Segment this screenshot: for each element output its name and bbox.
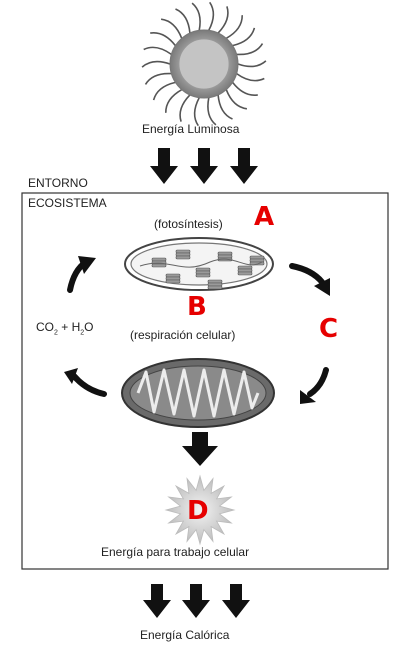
marker-b: B	[187, 292, 207, 322]
thylakoid	[195, 273, 211, 278]
sun-icon	[141, 1, 267, 127]
sun-ray	[144, 72, 172, 85]
thylakoid	[237, 271, 253, 276]
photosynthesis-label: (fotosíntesis)	[154, 217, 223, 231]
sun-ray	[152, 81, 176, 101]
thylakoid	[165, 273, 181, 278]
cycle-arrows	[67, 259, 329, 397]
thylakoid	[207, 282, 223, 287]
thylakoid	[207, 279, 223, 284]
cellular-work-burst	[164, 474, 236, 546]
heat-energy-label: Energía Calórica	[140, 628, 230, 642]
environment-label: ENTORNO	[28, 176, 88, 190]
sun-ray	[225, 15, 244, 39]
sun-ray	[236, 72, 265, 82]
sun-ray	[141, 60, 171, 68]
sun-ray	[236, 43, 264, 56]
sun-ray	[208, 1, 215, 31]
sun-ray	[164, 89, 183, 113]
thylakoid	[249, 255, 265, 260]
thylakoid	[249, 258, 265, 263]
sun-ray	[175, 8, 191, 34]
thylakoid	[195, 270, 211, 275]
mitochondrion-icon	[121, 358, 275, 428]
thylakoid	[217, 254, 233, 259]
thylakoid	[195, 267, 211, 272]
sun-ray	[191, 2, 201, 31]
co2-water-label: CO2 + H2O	[36, 320, 94, 336]
marker-d: D	[187, 496, 209, 526]
co2-text: CO	[36, 320, 54, 334]
sun-ray	[143, 46, 172, 56]
sun-ray	[225, 89, 248, 110]
sun-ray	[150, 32, 177, 47]
o-text: O	[84, 320, 94, 334]
thylakoid	[165, 279, 181, 284]
sun-ray	[193, 97, 200, 127]
atp-output-arrow	[182, 432, 218, 466]
sun-ray	[232, 27, 256, 47]
thylakoid	[217, 251, 233, 256]
light-energy-label: Energía Luminosa	[142, 122, 240, 136]
thylakoid	[165, 276, 181, 281]
cellular-work-label: Energía para trabajo celular	[101, 545, 250, 559]
chloroplast-icon	[124, 237, 274, 291]
ecosystem-box	[21, 192, 389, 570]
thylakoid	[151, 263, 167, 268]
cycle-arrowheads	[64, 256, 330, 404]
cellular-respiration-label: (respiración celular)	[130, 328, 236, 342]
thylakoid	[175, 255, 191, 260]
marker-c: C	[319, 314, 339, 344]
thylakoid	[175, 249, 191, 254]
sun-ray	[207, 97, 217, 126]
sun-ray	[217, 6, 229, 34]
marker-a: A	[254, 202, 275, 232]
heat-output-arrows	[143, 584, 250, 618]
thylakoid	[237, 268, 253, 273]
h2o-subscript: 2	[80, 329, 85, 337]
plus-h-text: + H	[57, 320, 81, 334]
light-input-arrows	[150, 148, 258, 184]
ecosystem-label: ECOSISTEMA	[28, 196, 107, 210]
thylakoid	[151, 257, 167, 262]
sun-ray	[231, 81, 258, 96]
sun-ray	[160, 18, 183, 39]
thylakoid	[207, 285, 223, 290]
sun-ray	[179, 94, 191, 122]
sun-ray	[217, 94, 233, 120]
thylakoid	[237, 265, 253, 270]
thylakoid	[175, 252, 191, 257]
co2-subscript: 2	[54, 329, 58, 337]
sun-ray	[237, 60, 267, 68]
